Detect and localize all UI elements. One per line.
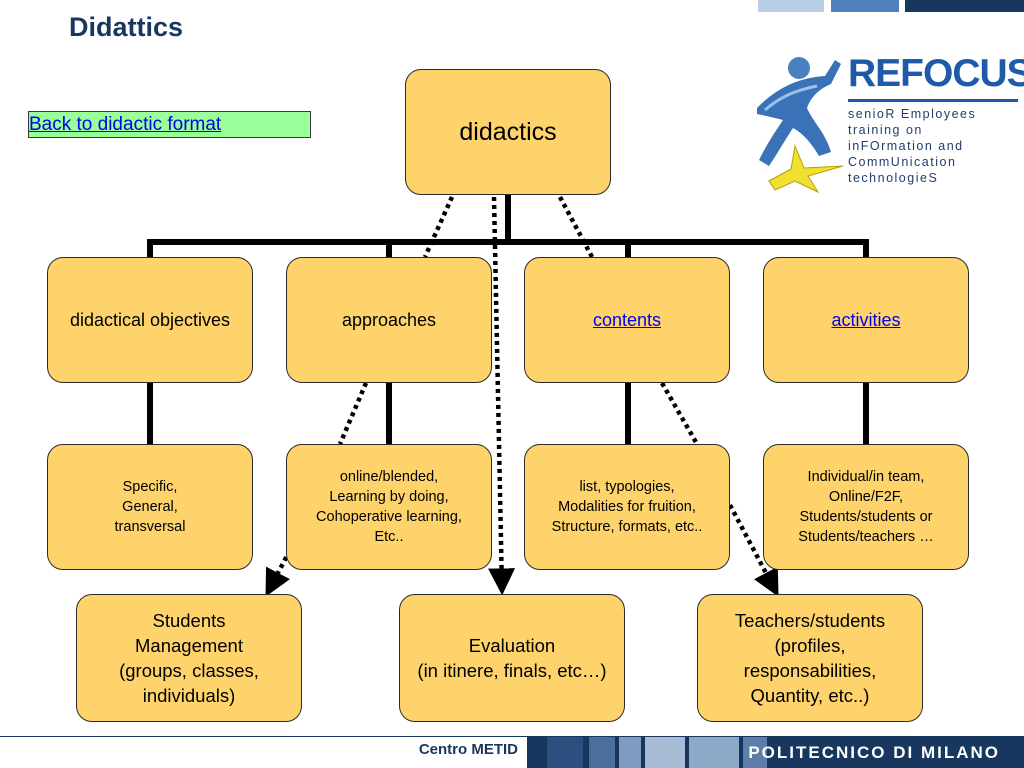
- activities-link[interactable]: activities: [831, 309, 901, 330]
- politecnico-logo-text: POLITECNICO DI MILANO: [748, 743, 1000, 762]
- root-label: didactics: [459, 117, 557, 146]
- header-decor-bar: [831, 0, 899, 12]
- logo-tagline-line: technologieS: [848, 171, 939, 185]
- logo-tagline-line: CommUnication: [848, 155, 957, 169]
- header-decor-bar: [758, 0, 824, 12]
- approaches-box: approaches: [286, 257, 492, 383]
- detail-text: online/blended, Learning by doing, Cohop…: [316, 469, 462, 545]
- logo-wordmark: REFOCUS: [848, 52, 1024, 95]
- back-link-box: Back to didactic format: [28, 111, 311, 138]
- back-to-didactic-format-link[interactable]: Back to didactic format: [29, 114, 222, 135]
- logo-divider: [848, 99, 1018, 102]
- contents-detail-box: list, typologies, Modalities for fruitio…: [524, 444, 730, 570]
- header-decor-bar: [905, 0, 1024, 12]
- students-management-box: Students Management (groups, classes, in…: [76, 594, 302, 722]
- detail-text: Specific, General, transversal: [114, 479, 186, 535]
- footer-bar: [527, 737, 1024, 768]
- page-title: Didattics: [69, 12, 184, 42]
- runner-figure-icon: [757, 57, 844, 194]
- evaluation-box: Evaluation (in itinere, finals, etc…): [399, 594, 625, 722]
- didactics-root-box: didactics: [405, 69, 611, 195]
- detail-text: Individual/in team, Online/F2F, Students…: [798, 469, 934, 545]
- category-label: didactical objectives: [69, 309, 231, 330]
- activities-detail-box: Individual/in team, Online/F2F, Students…: [763, 444, 969, 570]
- logo-tagline-line: training on: [848, 123, 923, 137]
- dotted-link: [660, 381, 699, 446]
- outcome-text: Students Management (groups, classes, in…: [119, 610, 259, 706]
- outcome-text: Teachers/students (profiles, responsabil…: [734, 610, 886, 706]
- didactical-objectives-box: didactical objectives: [47, 257, 253, 383]
- dotted-link: [422, 196, 455, 258]
- detail-text: list, typologies, Modalities for fruitio…: [551, 479, 703, 535]
- contents-link[interactable]: contents: [592, 309, 662, 330]
- logo-tagline-line: inFOrmation and: [848, 139, 964, 153]
- teachers-students-box: Teachers/students (profiles, responsabil…: [697, 594, 923, 722]
- activities-box: activities: [763, 257, 969, 383]
- objectives-detail-box: Specific, General, transversal: [47, 444, 253, 570]
- contents-box: contents: [524, 257, 730, 383]
- dotted-link: [558, 195, 594, 259]
- refocus-logo: REFOCUS senioR Employees training on inF…: [755, 48, 1024, 194]
- footer-divider: [0, 736, 1024, 737]
- dotted-arrow-to-evaluation: [488, 196, 516, 596]
- footer-centro-metid: Centro METID: [418, 741, 518, 758]
- dotted-arrow-to-teachers-students: [728, 503, 779, 597]
- outcome-text: Evaluation (in itinere, finals, etc…): [417, 635, 607, 681]
- approaches-detail-box: online/blended, Learning by doing, Cohop…: [286, 444, 492, 570]
- dotted-link: [337, 382, 369, 445]
- category-label: approaches: [341, 309, 437, 330]
- logo-tagline-line: senioR Employees: [848, 107, 977, 121]
